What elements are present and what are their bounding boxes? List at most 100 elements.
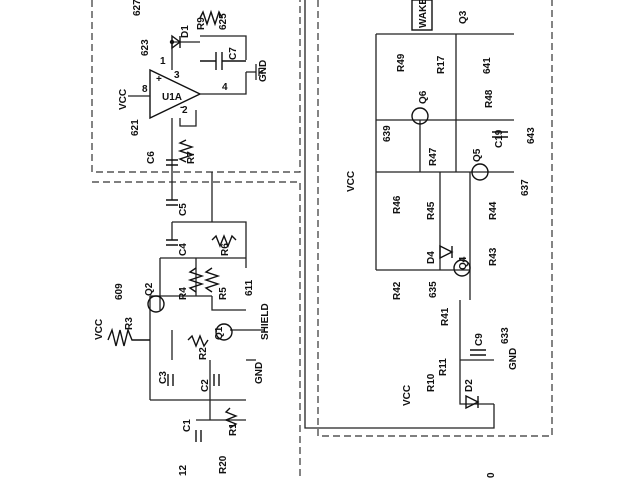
r12-label: 12 [178, 464, 189, 476]
op-amp-pin4: 4 [222, 82, 228, 93]
r46-label: R46 [392, 195, 403, 214]
q6-label: Q6 [418, 90, 429, 104]
r17-label: R17 [436, 55, 447, 74]
r49-label: R49 [396, 53, 407, 72]
gnd-right-label: GND [508, 348, 519, 370]
c4-label: C4 [178, 243, 189, 256]
q6-symbol [411, 107, 429, 125]
r20-label: R20 [218, 455, 229, 474]
r47-label: R47 [428, 147, 439, 166]
ref-639-label: 639 [382, 125, 393, 142]
c19-label: C19 [494, 129, 505, 148]
r3-symbol [107, 327, 150, 347]
r43-label: R43 [488, 247, 499, 266]
q4-symbol [453, 259, 471, 277]
c7-label: C7 [228, 47, 239, 60]
q5-label: Q5 [472, 148, 483, 162]
ref-635-label: 635 [428, 281, 439, 298]
r6-symbol [211, 234, 237, 248]
c2-label: C2 [200, 379, 211, 392]
d4-label: D4 [426, 251, 437, 264]
ref-611-label: 611 [244, 279, 255, 296]
q5-symbol [471, 163, 489, 181]
q1-label: Q1 [214, 326, 225, 340]
q2-label: Q2 [144, 282, 155, 296]
junction-d1 [169, 39, 175, 45]
r4-label: R4 [178, 287, 189, 300]
op-amp-pin2: 2 [182, 105, 188, 116]
c3-symbol [167, 374, 174, 386]
ref-627-label: 627 [132, 0, 143, 16]
ref-621-label: 621 [130, 119, 141, 136]
r9-symbol [199, 9, 223, 27]
front-end-section: C5 C4 R6 R4 R5 Q2 609 R3 VCC Q1 611 R2 S… [94, 172, 271, 476]
wake-label: WAKE [418, 0, 429, 28]
vcc-right-label: VCC [346, 171, 357, 192]
c1-symbol [195, 430, 202, 442]
d2-symbol [465, 394, 480, 410]
r4-symbol [187, 267, 205, 293]
c4-symbol [166, 239, 178, 246]
ref-609-label: 609 [114, 283, 125, 300]
ref-625-label: 625 [218, 13, 229, 30]
c5-label: C5 [178, 203, 189, 216]
r2-label: R2 [198, 347, 209, 360]
module-borders [91, 0, 553, 480]
c7-symbol [200, 52, 246, 70]
d4-symbol [439, 244, 454, 260]
r9-label: R9 [196, 17, 207, 30]
r42-label: R42 [392, 281, 403, 300]
r44-label: R44 [488, 201, 499, 220]
vcc-top-label: VCC [118, 89, 129, 110]
r7-label: R7 [186, 151, 197, 164]
interconnect-line [304, 0, 495, 429]
r48-label: R48 [484, 89, 495, 108]
c5-symbol [166, 199, 178, 206]
r5-symbol [203, 267, 221, 293]
r11-label: R11 [438, 358, 449, 376]
r2-symbol [187, 334, 209, 348]
op-amp-minus: - [180, 102, 183, 113]
c9-label: C9 [474, 333, 485, 346]
r10-label: R10 [426, 373, 437, 392]
gnd-top-wire [246, 64, 263, 80]
r1-label: R1 [228, 423, 239, 436]
r45-label: R45 [426, 201, 437, 220]
opamp-wires [128, 35, 247, 172]
r7-symbol [177, 139, 195, 163]
middle-left-module-border [92, 181, 301, 480]
op-amp-pin1: 1 [160, 56, 166, 67]
r41-label: R41 [440, 307, 451, 326]
vcc-left-label: VCC [94, 319, 105, 340]
op-amp-symbol [149, 68, 202, 120]
c2-symbol [213, 374, 220, 386]
op-amp-pin3: 3 [174, 70, 180, 81]
r5-label: R5 [218, 287, 229, 300]
ref-633-label: 633 [500, 327, 511, 344]
ref-641-label: 641 [482, 57, 493, 74]
c6-label: C6 [146, 151, 157, 164]
wake-section: WAKE Q3 R49 R17 641 R48 Q6 639 C19 643 R… [346, 0, 537, 478]
gnd-top-label: GND [258, 60, 269, 82]
q4-label: Q4 [458, 256, 469, 270]
q2-symbol [147, 295, 165, 313]
c19-symbol [492, 131, 508, 138]
top-left-module-border [91, 0, 301, 173]
op-amp-section: U1A 8 1 3 2 4 + - GND C7 R9 D1 627 623 6… [118, 0, 269, 172]
wake-wires [375, 33, 514, 405]
q1-symbol [215, 323, 233, 341]
c3-label: C3 [158, 371, 169, 384]
op-amp-label: U1A [162, 92, 182, 103]
right-module-border [317, 0, 553, 437]
r6-label: R6 [220, 243, 231, 256]
q3-label: Q3 [458, 10, 469, 24]
c6-symbol [166, 159, 178, 166]
op-amp-plus: + [156, 74, 162, 85]
d1-label: D1 [180, 25, 191, 38]
front-end-wires [149, 172, 264, 421]
d2-label: D2 [464, 379, 475, 392]
ref-623-label: 623 [140, 39, 151, 56]
ref-637-label: 637 [520, 179, 531, 196]
wake-box [411, 0, 433, 31]
